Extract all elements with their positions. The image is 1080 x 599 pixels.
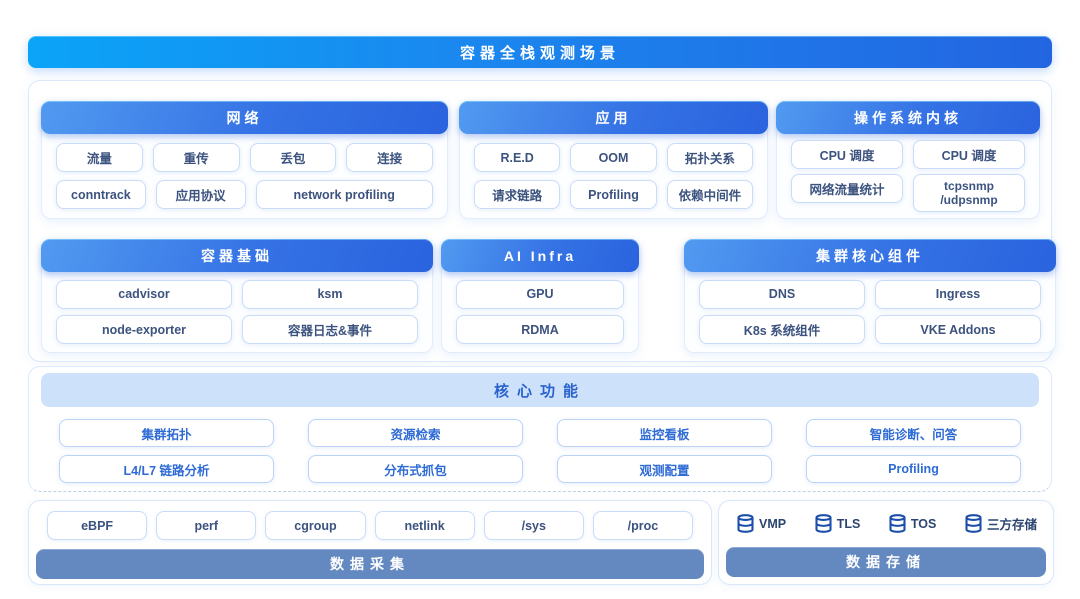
data-collection-bar: 数据采集 — [36, 549, 704, 579]
panel-ai-infra-body: GPU RDMA — [442, 272, 638, 352]
core-chip: 集群拓扑 — [59, 419, 274, 447]
storage-item-label: TOS — [910, 516, 937, 531]
banner: 容器全栈观测场景 — [28, 36, 1052, 68]
chip-row: K8s 系统组件 VKE Addons — [699, 315, 1041, 345]
panel-container-basics: 容器基础 cadvisor ksm node-exporter 容器日志&事件 — [41, 239, 433, 353]
chip-line: tcpsnmp — [943, 178, 994, 193]
chip: ksm — [242, 279, 418, 309]
chip: CPU 调度 — [791, 140, 903, 169]
chip: Profiling — [570, 180, 657, 209]
chip: 丢包 — [249, 143, 337, 172]
tag: cgroup — [265, 511, 366, 540]
chip: CPU 调度 — [913, 140, 1025, 169]
chip: K8s 系统组件 — [699, 315, 865, 345]
core-functions-grid: 集群拓扑 资源检索 监控看板 智能诊断、问答 L4/L7 链路分析 分布式抓包 … — [59, 419, 1021, 483]
collection-tags: eBPF perf cgroup netlink /sys /proc — [47, 511, 694, 540]
core-chip: 观测配置 — [557, 455, 772, 483]
chip: 依赖中间件 — [666, 180, 753, 209]
scenario-section: 网络 流量 重传 丢包 连接 conntrack 应用协议 network pr… — [28, 80, 1056, 362]
chip: conntrack — [56, 180, 146, 209]
tag: /proc — [592, 511, 694, 540]
database-icon — [965, 514, 982, 533]
storage-item: VMP — [735, 513, 786, 534]
chip-row: conntrack 应用协议 network profiling — [56, 180, 433, 209]
chip: RDMA — [456, 315, 624, 345]
panel-application: 应用 R.E.D OOM 拓扑关系 请求链路 Profiling 依赖中间件 — [459, 101, 768, 219]
panel-network-body: 流量 重传 丢包 连接 conntrack 应用协议 network profi… — [42, 134, 447, 218]
chip-row: 网络流量统计 tcpsnmp /udpsnmp — [791, 174, 1025, 212]
chip: 连接 — [346, 143, 433, 172]
storage-item: TOS — [887, 513, 936, 534]
panel-network: 网络 流量 重传 丢包 连接 conntrack 应用协议 network pr… — [41, 101, 448, 219]
core-chip: 监控看板 — [557, 419, 772, 447]
storage-item-label: 三方存储 — [986, 518, 1037, 532]
panel-os-kernel: 操作系统内核 CPU 调度 CPU 调度 网络流量统计 tcpsnmp /udp… — [776, 101, 1040, 219]
chip-row: node-exporter 容器日志&事件 — [56, 315, 418, 345]
core-chip: 资源检索 — [308, 419, 523, 447]
chip: 应用协议 — [155, 180, 246, 209]
chip-row: CPU 调度 CPU 调度 — [791, 140, 1025, 169]
panel-os-kernel-title: 操作系统内核 — [776, 101, 1040, 134]
storage-item: 三方存储 — [963, 513, 1037, 534]
chip: network profiling — [255, 180, 433, 209]
core-chip: 分布式抓包 — [308, 455, 523, 483]
chip: tcpsnmp /udpsnmp — [913, 174, 1025, 212]
core-functions-title: 核心功能 — [41, 373, 1039, 407]
tag: perf — [156, 511, 257, 540]
chip-row: RDMA — [456, 315, 624, 345]
storage-items: VMP TLS TOS 三方存储 — [735, 509, 1037, 538]
panel-cluster-components: 集群核心组件 DNS Ingress K8s 系统组件 VKE Addons — [684, 239, 1056, 353]
chip: cadvisor — [56, 279, 232, 309]
panel-container-basics-body: cadvisor ksm node-exporter 容器日志&事件 — [42, 272, 432, 352]
panel-ai-infra: AI Infra GPU RDMA — [441, 239, 639, 353]
data-storage-lane: VMP TLS TOS 三方存储 数据 — [718, 500, 1054, 585]
chip-row: GPU — [456, 279, 624, 309]
panel-application-title: 应用 — [459, 101, 768, 134]
database-icon — [737, 514, 754, 533]
core-functions-section: 核心功能 集群拓扑 资源检索 监控看板 智能诊断、问答 L4/L7 链路分析 分… — [28, 366, 1052, 492]
chip-row: 流量 重传 丢包 连接 — [56, 143, 433, 172]
storage-item-label: VMP — [759, 516, 787, 531]
chip: GPU — [456, 279, 624, 309]
banner-title: 容器全栈观测场景 — [459, 44, 620, 62]
database-icon — [815, 514, 832, 533]
chip: OOM — [570, 143, 657, 172]
chip: Ingress — [875, 279, 1041, 309]
chip: 拓扑关系 — [666, 143, 753, 172]
chip-row: DNS Ingress — [699, 279, 1041, 309]
chip: R.E.D — [474, 143, 561, 172]
chip: 网络流量统计 — [791, 174, 903, 203]
database-icon — [889, 514, 906, 533]
panel-ai-infra-title: AI Infra — [441, 239, 639, 272]
core-chip: Profiling — [806, 455, 1021, 483]
chip: 流量 — [56, 143, 143, 172]
data-storage-bar: 数据存储 — [726, 547, 1046, 577]
chip-row: cadvisor ksm — [56, 279, 418, 309]
tag: /sys — [483, 511, 584, 540]
chip: 请求链路 — [474, 180, 561, 209]
chip-row: R.E.D OOM 拓扑关系 — [474, 143, 753, 172]
panel-cluster-components-body: DNS Ingress K8s 系统组件 VKE Addons — [685, 272, 1055, 352]
data-collection-lane: eBPF perf cgroup netlink /sys /proc 数据采集 — [28, 500, 712, 585]
chip: VKE Addons — [875, 315, 1041, 345]
tag: netlink — [374, 511, 475, 540]
chip: 容器日志&事件 — [242, 315, 418, 345]
storage-item-label: TLS — [836, 516, 861, 531]
storage-item: TLS — [813, 513, 861, 534]
panel-application-body: R.E.D OOM 拓扑关系 请求链路 Profiling 依赖中间件 — [460, 134, 767, 218]
chip: 重传 — [152, 143, 240, 172]
chip-row: 请求链路 Profiling 依赖中间件 — [474, 180, 753, 209]
chip: node-exporter — [56, 315, 232, 345]
chip: DNS — [699, 279, 865, 309]
chip-line: /udpsnmp — [940, 193, 998, 207]
panel-cluster-components-title: 集群核心组件 — [684, 239, 1056, 272]
panel-container-basics-title: 容器基础 — [41, 239, 433, 272]
panel-network-title: 网络 — [41, 101, 448, 134]
panel-os-kernel-body: CPU 调度 CPU 调度 网络流量统计 tcpsnmp /udpsnmp — [777, 134, 1039, 218]
tag: eBPF — [47, 511, 148, 540]
core-chip: L4/L7 链路分析 — [59, 455, 274, 483]
core-chip: 智能诊断、问答 — [806, 419, 1021, 447]
